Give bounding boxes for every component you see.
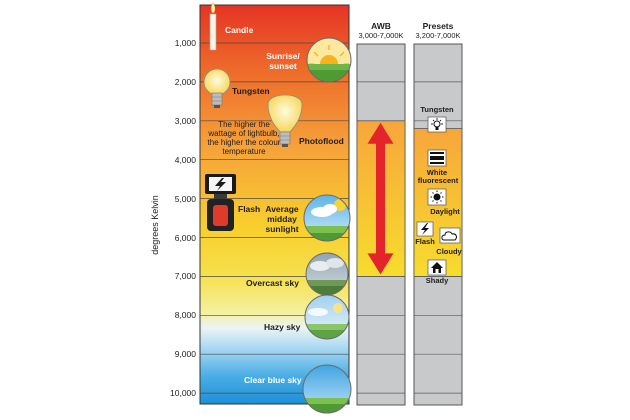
label-candle: Candle (225, 25, 254, 35)
label-midday-line1: Average (265, 204, 299, 214)
y-tick-label: 7,000 (174, 271, 196, 282)
label-clear-blue-sky: Clear blue sky (244, 375, 302, 385)
label-hazy-sky: Hazy sky (264, 322, 301, 332)
awb-range: 3,000-7,000K (358, 31, 404, 40)
y-tick-label: 1,000 (174, 38, 196, 48)
preset-label-white: White (426, 168, 448, 177)
label-midday-line2: midday (267, 214, 297, 224)
note-line1: The higher the (218, 120, 270, 129)
preset-tungsten-icon (427, 116, 447, 133)
midday-sunlight-icon (303, 194, 351, 242)
label-photoflood: Photoflood (299, 136, 344, 146)
label-sunrise-line1: Sunrise/ (266, 51, 300, 61)
sunrise-sunset-icon (306, 37, 352, 83)
y-tick-label: 10,000 (170, 388, 196, 399)
note-line4: temperature (222, 147, 266, 156)
presets-range: 3,200-7,000K (415, 31, 461, 40)
note-line3: the higher the colour (207, 138, 281, 147)
label-sunrise-line2: sunset (269, 61, 297, 71)
tungsten-bulb-icon (203, 68, 231, 108)
y-tick-label: 8,000 (174, 310, 196, 321)
candle-icon (209, 2, 217, 51)
label-flash: Flash (238, 204, 261, 214)
y-tick-label: 5,000 (174, 193, 196, 204)
awb-range-arrow (367, 122, 394, 275)
preset-label-shady: Shady (425, 276, 449, 285)
note-line2: wattage of lightbulb, (208, 129, 280, 138)
overcast-sky-icon (305, 252, 349, 296)
y-tick-label: 3,000 (174, 115, 196, 126)
flash-unit-icon (205, 174, 236, 231)
hazy-sky-icon (304, 294, 350, 340)
preset-shady-icon (427, 259, 447, 276)
awb-title: AWB (371, 21, 391, 31)
photoflood-bulb-icon (267, 94, 303, 147)
preset-label-daylight: Daylight (430, 207, 460, 216)
preset-label-fluorescent: fluorescent (417, 176, 459, 185)
preset-cloudy-icon (439, 227, 461, 244)
preset-label-flash: Flash (415, 237, 435, 246)
clear-blue-sky-icon (302, 364, 352, 414)
preset-label-cloudy: Cloudy (436, 247, 462, 256)
presets-title: Presets (422, 21, 454, 31)
preset-label-tungsten: Tungsten (420, 105, 454, 114)
y-axis-title: degrees Kelvin (150, 195, 160, 255)
y-tick-label: 6,000 (174, 232, 196, 243)
label-overcast-sky: Overcast sky (246, 278, 299, 288)
label-midday-line3: sunlight (265, 224, 299, 234)
y-tick-label: 4,000 (174, 154, 196, 165)
label-tungsten: Tungsten (232, 86, 270, 96)
y-tick-label: 2,000 (174, 76, 196, 87)
y-tick-label: 9,000 (174, 349, 196, 360)
preset-flash-icon (416, 221, 434, 237)
preset-white-fluorescent-icon (427, 149, 447, 167)
preset-daylight-icon (427, 188, 447, 206)
